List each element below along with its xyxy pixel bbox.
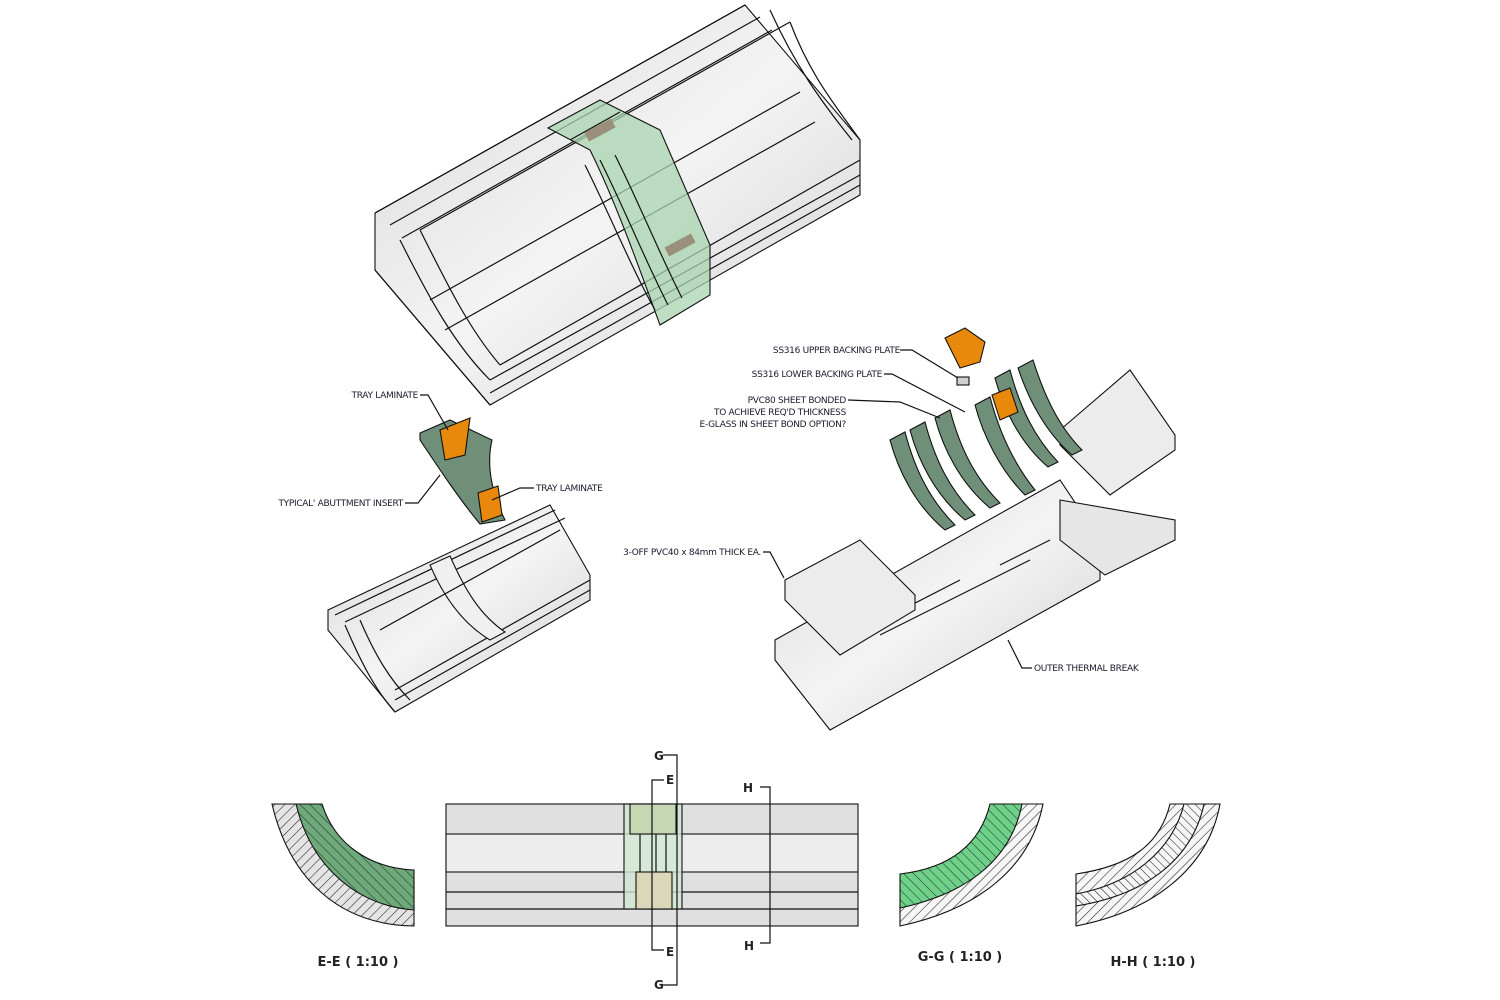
callout-abutment-insert: TYPICAL' ABUTTMENT INSERT bbox=[277, 499, 403, 509]
section-mark-e-bottom: E bbox=[666, 945, 674, 959]
section-label-e-e: E-E ( 1:10 ) bbox=[318, 955, 399, 970]
tray-laminate-bottom-part bbox=[477, 485, 503, 523]
exploded-view bbox=[774, 327, 1176, 731]
lower-backing-plate-part bbox=[956, 376, 970, 386]
section-g-g bbox=[899, 803, 1044, 927]
callout-pvc-sheet-line2: TO ACHIEVE REQ'D THICKNESS bbox=[713, 408, 847, 418]
section-h-h bbox=[1075, 803, 1221, 927]
callout-pvc40-blocks: 3-OFF PVC40 x 84mm THICK EA. bbox=[623, 548, 761, 558]
callout-tray-laminate-bottom: TRAY LAMINATE bbox=[535, 484, 603, 494]
section-mark-e-top: E bbox=[666, 773, 674, 787]
callout-upper-backing-plate: SS316 UPPER BACKING PLATE bbox=[773, 346, 901, 356]
section-label-h-h: H-H ( 1:10 ) bbox=[1111, 955, 1196, 970]
abutment-assembly-view bbox=[327, 417, 591, 713]
section-label-g-g: G-G ( 1:10 ) bbox=[918, 950, 1003, 965]
upper-backing-plate-part bbox=[944, 327, 986, 369]
callout-lower-backing-plate: SS316 LOWER BACKING PLATE bbox=[752, 370, 883, 380]
callout-pvc-sheet-line1: PVC80 SHEET BONDED bbox=[748, 396, 847, 406]
callout-outer-thermal-break: OUTER THERMAL BREAK bbox=[1034, 664, 1140, 674]
callout-leaders bbox=[405, 349, 1032, 669]
callout-pvc-sheet-line3: E-GLASS IN SHEET BOND OPTION? bbox=[699, 420, 846, 430]
callout-tray-laminate-top: TRAY LAMINATE bbox=[351, 391, 419, 401]
section-mark-h-bottom: H bbox=[744, 939, 754, 953]
section-mark-g-top: G bbox=[654, 749, 664, 763]
section-cut-lines bbox=[651, 754, 771, 986]
section-e-e bbox=[271, 803, 415, 927]
section-mark-h-top: H bbox=[743, 781, 753, 795]
section-mark-g-bottom: G bbox=[654, 978, 664, 992]
assembly-isometric-view bbox=[374, 4, 861, 406]
